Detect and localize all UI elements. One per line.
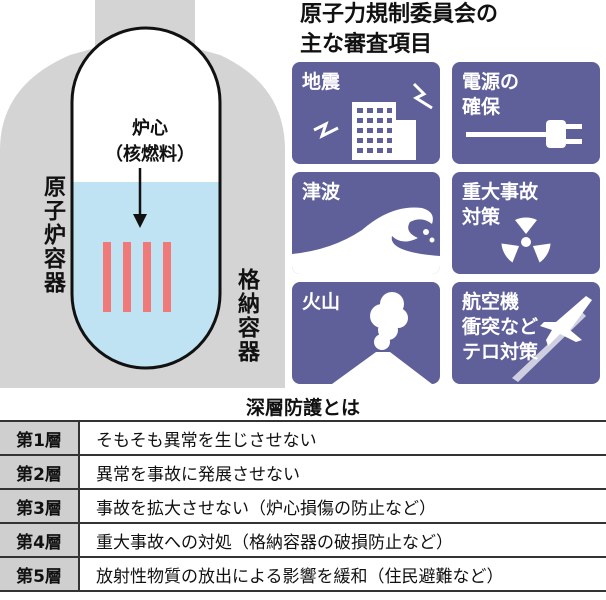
earthquake-building-icon	[313, 82, 433, 160]
arrow-head-icon	[133, 214, 147, 228]
review-item-label: 航空機 衝突など テロ対策	[462, 291, 539, 363]
layer-description: 事故を拡大させない（炉心損傷の防止など）	[79, 488, 606, 523]
layer-label: 第2層	[0, 454, 80, 489]
volcano-icon	[332, 292, 432, 384]
core-label: 炉心 （核燃料）	[105, 116, 195, 168]
panel-title: 原子力規制委員会の 主な審査項目	[300, 0, 606, 60]
table-row: 第5層 放射性物質の放出による影響を緩和（住民避難など）	[0, 556, 606, 592]
panel-title-line2: 主な審査項目	[300, 32, 433, 57]
layer-description: 放射性物質の放出による影響を緩和（住民避難など）	[79, 556, 606, 592]
panel-title-line1: 原子力規制委員会の	[300, 2, 499, 27]
review-item-label: 地震	[302, 71, 341, 93]
containment-vessel-label: 格納容器	[234, 268, 259, 364]
review-item-power-supply: 電源の 確保	[452, 62, 600, 164]
layer-label: 第3層	[0, 488, 80, 523]
reactor-vessel-label: 原子炉容器	[40, 175, 65, 295]
defense-table-title: 深層防護とは	[245, 397, 360, 419]
reactor-illustration	[0, 0, 285, 388]
table-row: 第1層 そもそも異常を生じさせない	[0, 420, 606, 455]
review-item-label: 重大事故 対策	[462, 181, 539, 228]
layer-label: 第5層	[0, 556, 80, 592]
review-item-label: 電源の 確保	[462, 71, 520, 118]
review-item-label: 火山	[302, 291, 341, 313]
core-label-line2: （核燃料）	[105, 144, 195, 165]
layer-label: 第4層	[0, 522, 80, 557]
table-row: 第3層 事故を拡大させない（炉心損傷の防止など）	[0, 488, 606, 523]
review-item-earthquake: 地震	[292, 62, 440, 164]
review-item-severe-accident: 重大事故 対策	[452, 172, 600, 274]
layer-description: 重大事故への対処（格納容器の破損防止など）	[79, 522, 606, 557]
reactor-diagram: 炉心 （核燃料） 原子炉容器 格納容器	[0, 0, 290, 388]
layer-label: 第1層	[0, 420, 80, 455]
review-item-aircraft-terror: 航空機 衝突など テロ対策	[452, 282, 600, 384]
power-plug-icon	[466, 120, 582, 148]
review-item-tsunami: 津波	[292, 172, 440, 274]
radiation-icon	[501, 217, 551, 263]
table-row: 第4層 重大事故への対処（格納容器の破損防止など）	[0, 522, 606, 557]
tsunami-wave-icon	[292, 207, 440, 274]
core-label-line1: 炉心	[132, 118, 168, 139]
layer-description: そもそも異常を生じさせない	[79, 420, 606, 455]
table-row: 第2層 異常を事故に発展させない	[0, 454, 606, 489]
airplane-icon	[512, 296, 592, 382]
layer-description: 異常を事故に発展させない	[79, 454, 606, 489]
fuel-rods	[103, 242, 171, 312]
review-item-label: 津波	[302, 181, 341, 203]
review-item-volcano: 火山	[292, 282, 440, 384]
defense-in-depth-table: 第1層 そもそも異常を生じさせない 第2層 異常を事故に発展させない 第3層 事…	[0, 420, 606, 592]
